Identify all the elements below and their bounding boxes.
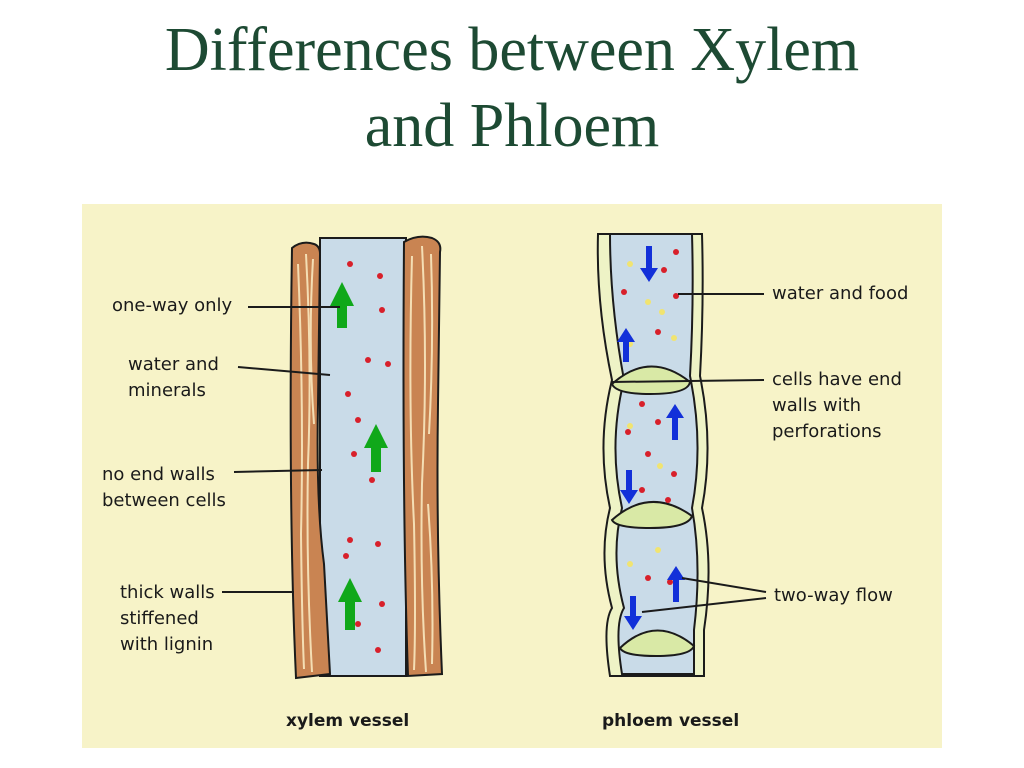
food-particle bbox=[657, 463, 663, 469]
water-particle bbox=[355, 621, 361, 627]
label-two-way-flow: two-way flow bbox=[774, 585, 893, 606]
label-no-end-walls-line-2: between cells bbox=[102, 490, 226, 511]
label-end-walls-line-1: cells have end bbox=[772, 369, 902, 390]
water-particle bbox=[377, 273, 383, 279]
phloem-vessel: water and food cells have end walls with… bbox=[596, 233, 908, 731]
water-particle bbox=[667, 579, 673, 585]
xylem-label-lines bbox=[222, 306, 340, 593]
sieve-plate-middle bbox=[610, 501, 694, 530]
water-particle bbox=[345, 391, 351, 397]
xylem-lumen bbox=[319, 237, 407, 677]
water-particle bbox=[385, 361, 391, 367]
water-particle bbox=[673, 293, 679, 299]
xylem-flow-arrow-middle bbox=[364, 424, 388, 472]
slide-title-line-2: and Phloem bbox=[364, 92, 660, 160]
lignin-streaks bbox=[297, 245, 434, 673]
water-particle bbox=[645, 451, 651, 457]
water-particle bbox=[661, 267, 667, 273]
xylem-particles bbox=[343, 261, 391, 653]
water-particle bbox=[351, 451, 357, 457]
xylem-flow-arrow-top bbox=[330, 282, 354, 328]
water-particle bbox=[673, 249, 679, 255]
water-particle bbox=[379, 601, 385, 607]
phloem-flow-arrow-down-3 bbox=[624, 596, 642, 630]
water-particle bbox=[671, 471, 677, 477]
phloem-vessel-caption: phloem vessel bbox=[602, 711, 739, 731]
water-particle bbox=[665, 497, 671, 503]
water-particle bbox=[639, 401, 645, 407]
label-no-end-walls-line-1: no end walls bbox=[102, 464, 215, 485]
label-end-walls-line-3: perforations bbox=[772, 421, 882, 442]
water-particle bbox=[347, 261, 353, 267]
food-particle bbox=[627, 261, 633, 267]
xylem-flow-arrow-bottom bbox=[338, 578, 362, 630]
water-particle bbox=[639, 487, 645, 493]
food-particle bbox=[659, 309, 665, 315]
water-particle bbox=[375, 541, 381, 547]
label-one-way-only: one-way only bbox=[112, 295, 233, 316]
water-particle bbox=[375, 647, 381, 653]
label-water-and-food: water and food bbox=[772, 283, 908, 304]
phloem-flow-arrow-up-1 bbox=[617, 328, 635, 362]
label-thick-walls-line-3: with lignin bbox=[120, 634, 213, 655]
food-particle bbox=[645, 299, 651, 305]
phloem-flow-arrow-up-2 bbox=[666, 404, 684, 440]
label-end-walls-line-2: walls with bbox=[772, 395, 861, 416]
sieve-plate-bottom bbox=[618, 629, 696, 658]
water-particle bbox=[655, 419, 661, 425]
phloem-flow-arrow-down-2 bbox=[620, 470, 638, 504]
water-particle bbox=[347, 537, 353, 543]
xylem-vessel-caption: xylem vessel bbox=[286, 711, 409, 731]
water-particle bbox=[379, 307, 385, 313]
xylem-vessel: one-way only water and minerals no end w… bbox=[102, 235, 444, 731]
phloem-particles bbox=[621, 249, 679, 585]
slide-title: Differences between Xylem and Phloem bbox=[0, 12, 1024, 164]
sieve-plate-top bbox=[610, 365, 692, 396]
food-particle bbox=[655, 547, 661, 553]
phloem-flow-arrow-down-1 bbox=[640, 246, 658, 282]
phloem-flow-arrow-up-3 bbox=[667, 566, 685, 602]
water-particle bbox=[645, 575, 651, 581]
label-water-and-minerals-line-2: minerals bbox=[128, 380, 206, 401]
water-particle bbox=[655, 329, 661, 335]
xylem-phloem-diagram: one-way only water and minerals no end w… bbox=[82, 204, 942, 748]
food-particle bbox=[671, 335, 677, 341]
food-particle bbox=[627, 423, 633, 429]
water-particle bbox=[369, 477, 375, 483]
water-particle bbox=[625, 429, 631, 435]
water-particle bbox=[621, 289, 627, 295]
diagram-panel bbox=[82, 204, 942, 748]
water-particle bbox=[343, 553, 349, 559]
food-particle bbox=[627, 561, 633, 567]
label-thick-walls-line-2: stiffened bbox=[120, 608, 199, 629]
water-particle bbox=[355, 417, 361, 423]
label-thick-walls-line-1: thick walls bbox=[120, 582, 215, 603]
label-water-and-minerals-line-1: water and bbox=[128, 354, 219, 375]
water-particle bbox=[365, 357, 371, 363]
phloem-label-lines bbox=[611, 293, 767, 613]
slide-title-line-1: Differences between Xylem bbox=[164, 16, 860, 84]
